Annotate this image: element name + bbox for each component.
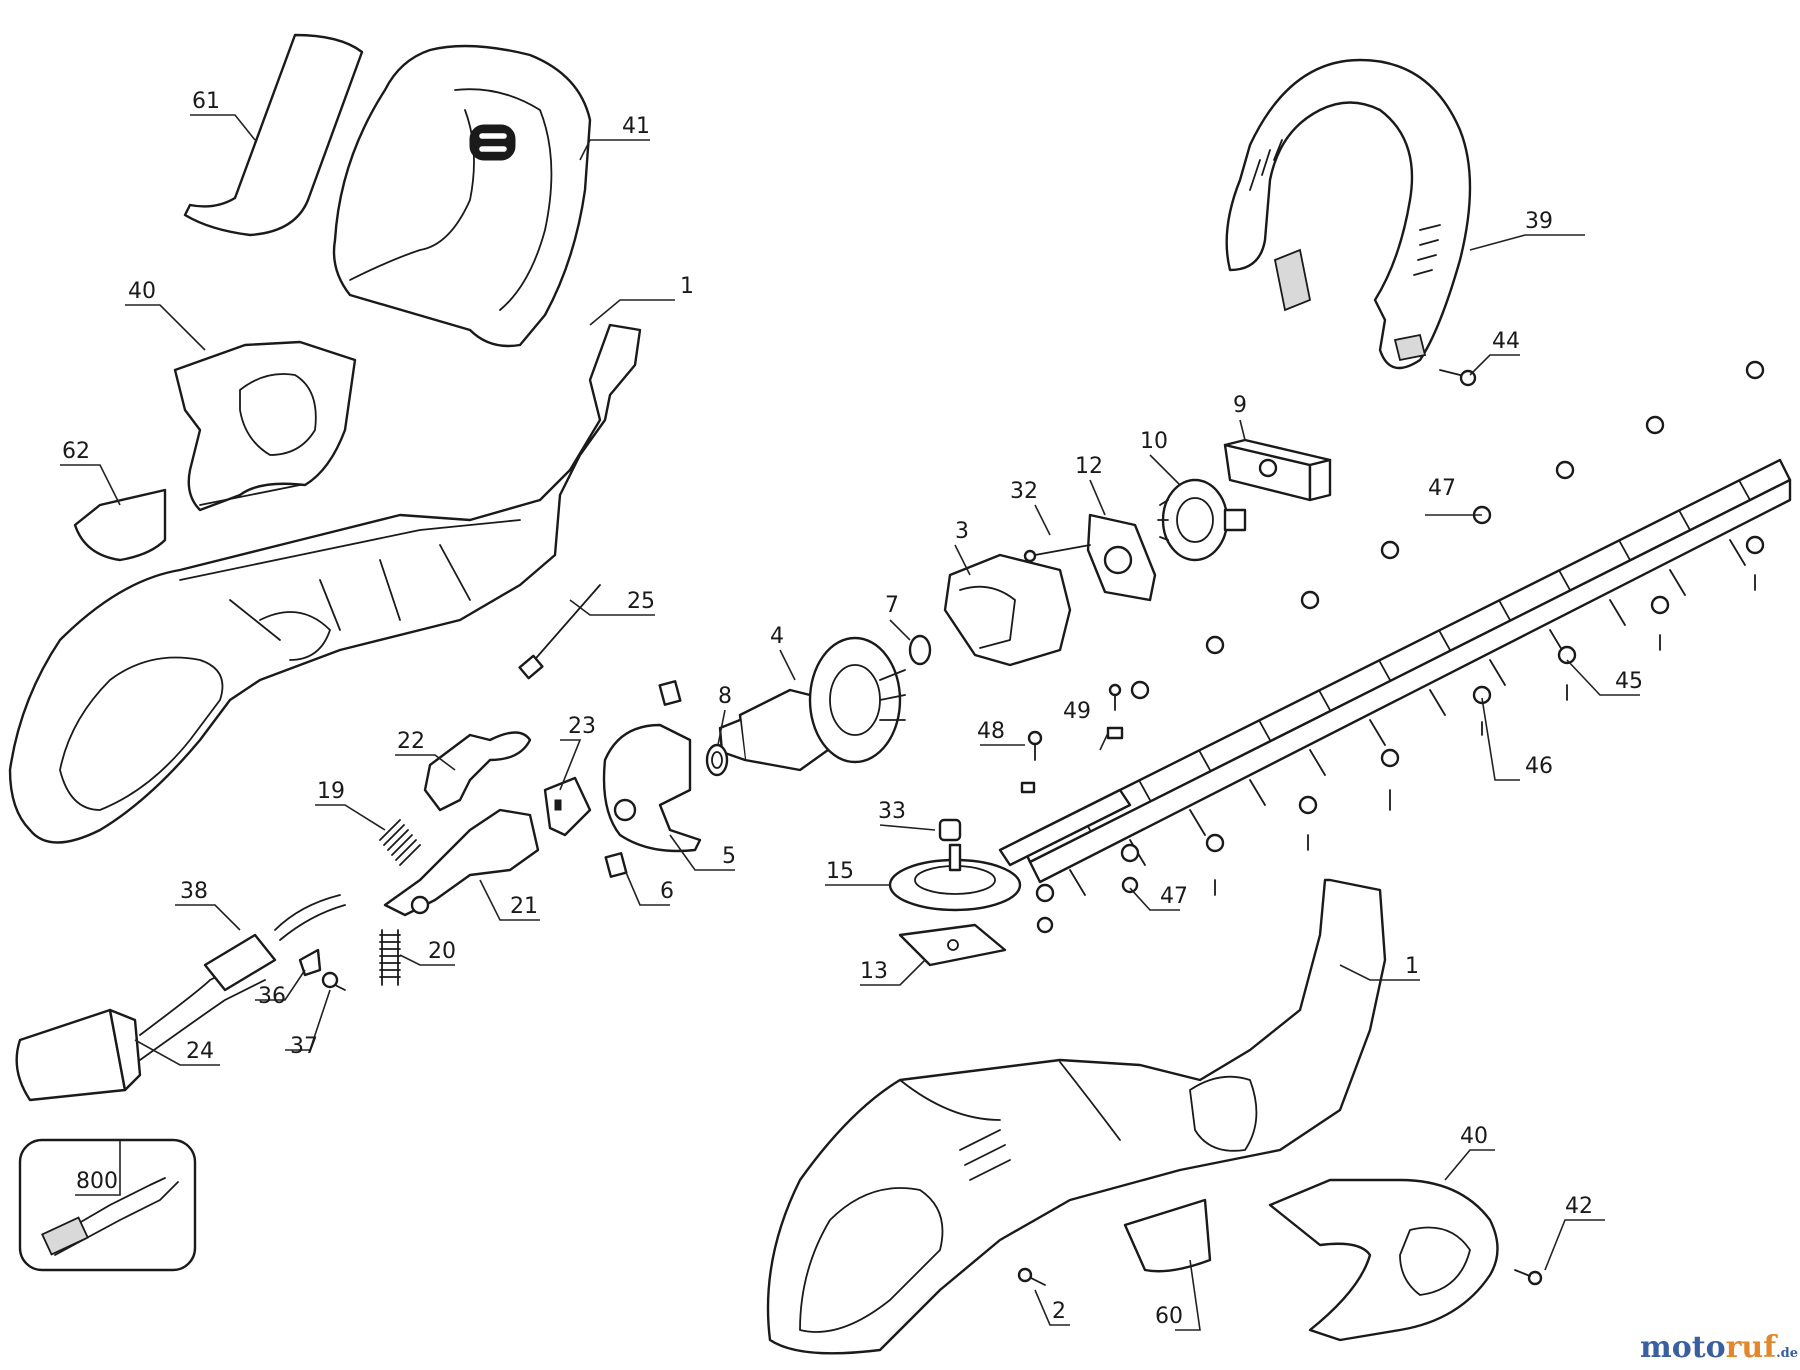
part-37-screw	[321, 971, 346, 991]
callout-25: 25	[627, 589, 655, 614]
callout-3: 3	[955, 519, 969, 544]
part-60-decal	[1123, 1198, 1212, 1273]
part-62-decal	[73, 488, 167, 562]
part-15-gear	[888, 843, 1022, 912]
callout-6: 6	[660, 879, 674, 904]
callout-24: 24	[186, 1039, 214, 1064]
watermark-logo: motoruf.de	[1640, 1330, 1798, 1365]
part-36-clamp	[298, 948, 322, 977]
part-13-plate	[898, 923, 1007, 967]
callout-4: 4	[770, 624, 784, 649]
callout-10: 10	[1140, 429, 1168, 454]
callout-38: 38	[180, 879, 208, 904]
callout-12: 12	[1075, 454, 1103, 479]
part-22-lever	[423, 731, 532, 812]
part-5-brush-holder	[602, 723, 702, 853]
callout-47-bottom: 47	[1160, 884, 1188, 909]
part-20-spring	[379, 929, 401, 986]
callout-47-top: 47	[1428, 476, 1456, 501]
part-61-decal	[183, 33, 364, 237]
part-1-housing-left	[8, 323, 642, 844]
callout-62: 62	[62, 439, 90, 464]
part-1-housing-right	[766, 878, 1387, 1355]
callout-1: 1	[680, 274, 694, 299]
part-41-cover	[332, 44, 592, 348]
callout-13: 13	[860, 959, 888, 984]
callout-7: 7	[885, 593, 899, 618]
callout-39: 39	[1525, 209, 1553, 234]
part-800-accessory	[18, 1138, 197, 1272]
callout-46: 46	[1525, 754, 1553, 779]
callout-22: 22	[397, 729, 425, 754]
callout-33: 33	[878, 799, 906, 824]
callout-40: 40	[128, 279, 156, 304]
part-4-armature	[718, 636, 906, 772]
part-32-pin	[1023, 544, 1091, 563]
callout-36: 36	[258, 984, 286, 1009]
callout-40-right: 40	[1460, 1124, 1488, 1149]
part-blade-assembly	[998, 458, 1792, 896]
callout-60: 60	[1155, 1304, 1183, 1329]
part-24-cord-plug	[15, 894, 346, 1102]
callout-8: 8	[718, 684, 732, 709]
callout-9: 9	[1233, 393, 1247, 418]
part-40-right-cover	[1268, 1178, 1499, 1342]
part-3-field	[943, 553, 1072, 667]
callout-21: 21	[510, 894, 538, 919]
part-42-screw	[1514, 1269, 1543, 1286]
part-21-trigger	[383, 808, 540, 917]
callout-1-right: 1	[1405, 954, 1419, 979]
watermark-text: motoruf.de	[1640, 1330, 1798, 1365]
callout-15: 15	[826, 859, 854, 884]
part-25-cable-tie	[518, 584, 601, 680]
part-10-gear	[1157, 478, 1247, 562]
callout-41: 41	[622, 114, 650, 139]
callout-19: 19	[317, 779, 345, 804]
callout-37: 37	[290, 1034, 318, 1059]
part-33-bushing	[938, 818, 962, 842]
part-19-spring	[379, 819, 421, 866]
callout-42: 42	[1565, 1194, 1593, 1219]
part-2-screw	[1017, 1267, 1046, 1286]
part-9-bar	[1223, 438, 1332, 502]
callout-5: 5	[722, 844, 736, 869]
callout-2: 2	[1052, 1299, 1066, 1324]
callout-61: 61	[192, 89, 220, 114]
part-44-screw	[1439, 369, 1477, 387]
part-6-brush	[604, 680, 682, 878]
callout-49: 49	[1063, 699, 1091, 724]
part-40-left-cover	[173, 340, 357, 512]
leader-lines	[60, 114, 1640, 1331]
callout-23: 23	[568, 714, 596, 739]
callout-45: 45	[1615, 669, 1643, 694]
part-23-switch	[543, 776, 592, 837]
callout-20: 20	[428, 939, 456, 964]
callout-numbers: 61 41 40 1 62 25 22 23 19 21 20 38 36 37…	[62, 89, 1643, 1329]
callout-800: 800	[76, 1169, 118, 1194]
part-7-washer	[908, 634, 932, 666]
part-39-front-handle	[1225, 58, 1472, 370]
callout-48: 48	[977, 719, 1005, 744]
callout-44: 44	[1492, 329, 1520, 354]
callout-32: 32	[1010, 479, 1038, 504]
part-nuts-screws	[1035, 360, 1765, 934]
part-12-plate	[1086, 513, 1157, 602]
part-8-washer	[705, 743, 729, 777]
